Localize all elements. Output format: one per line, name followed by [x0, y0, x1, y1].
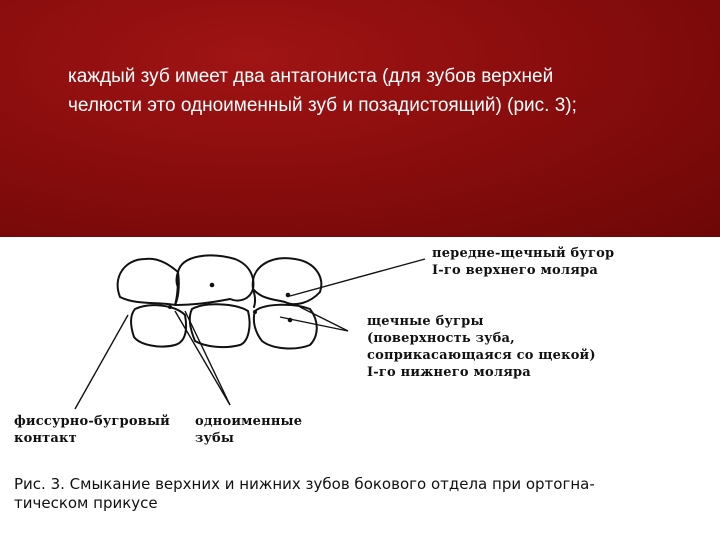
label-fissure-line-2: контакт — [14, 431, 77, 446]
label-buccal-cusps: щечные бугры (поверхность зуба, соприкас… — [367, 313, 596, 381]
label-buccal-line-2: (поверхность зуба, — [367, 331, 515, 346]
caption-line-1: Рис. 3. Смыкание верхних и нижних зубов … — [14, 475, 595, 493]
upper-tooth-2 — [174, 254, 255, 306]
upper-tooth-3 — [251, 257, 323, 306]
slide-header: каждый зуб имеет два антагониста (для зу… — [0, 0, 720, 237]
caption-line-2: тическом прикусе — [14, 494, 158, 512]
label-buccal-line-1: щечные бугры — [367, 314, 484, 329]
lower-tooth-3 — [252, 303, 318, 350]
label-buccal-line-3: соприкасающаяся со щекой) — [367, 348, 596, 363]
lower-tooth-2 — [188, 303, 251, 349]
label-fissure-contact: фиссурно-бугровый контакт — [14, 413, 170, 447]
heading-line-2: челюсти это одноименный зуб и позадистоя… — [68, 95, 577, 116]
slide-heading: каждый зуб имеет два антагониста (для зу… — [68, 62, 708, 120]
label-buccal-line-4: I-го нижнего моляра — [367, 365, 531, 380]
label-anterior-buccal-cusp: передне-щечный бугор I-го верхнего моляр… — [432, 245, 614, 279]
label-same-line-2: зубы — [195, 431, 235, 446]
teeth-occlusion-drawing — [74, 254, 426, 410]
label-same-line-1: одноименные — [195, 414, 303, 429]
teeth-figure: передне-щечный бугор I-го верхнего моляр… — [0, 237, 720, 540]
label-same-name-teeth: одноименные зубы — [195, 413, 302, 447]
label-cusp-line-1: передне-щечный бугор — [432, 246, 615, 261]
label-fissure-line-1: фиссурно-бугровый — [14, 414, 171, 429]
figure-caption: Рис. 3. Смыкание верхних и нижних зубов … — [14, 475, 714, 513]
label-cusp-line-2: I-го верхнего моляра — [432, 263, 598, 278]
heading-line-1: каждый зуб имеет два антагониста (для зу… — [68, 66, 554, 87]
upper-tooth-1 — [116, 257, 180, 306]
lower-tooth-1 — [130, 304, 188, 348]
